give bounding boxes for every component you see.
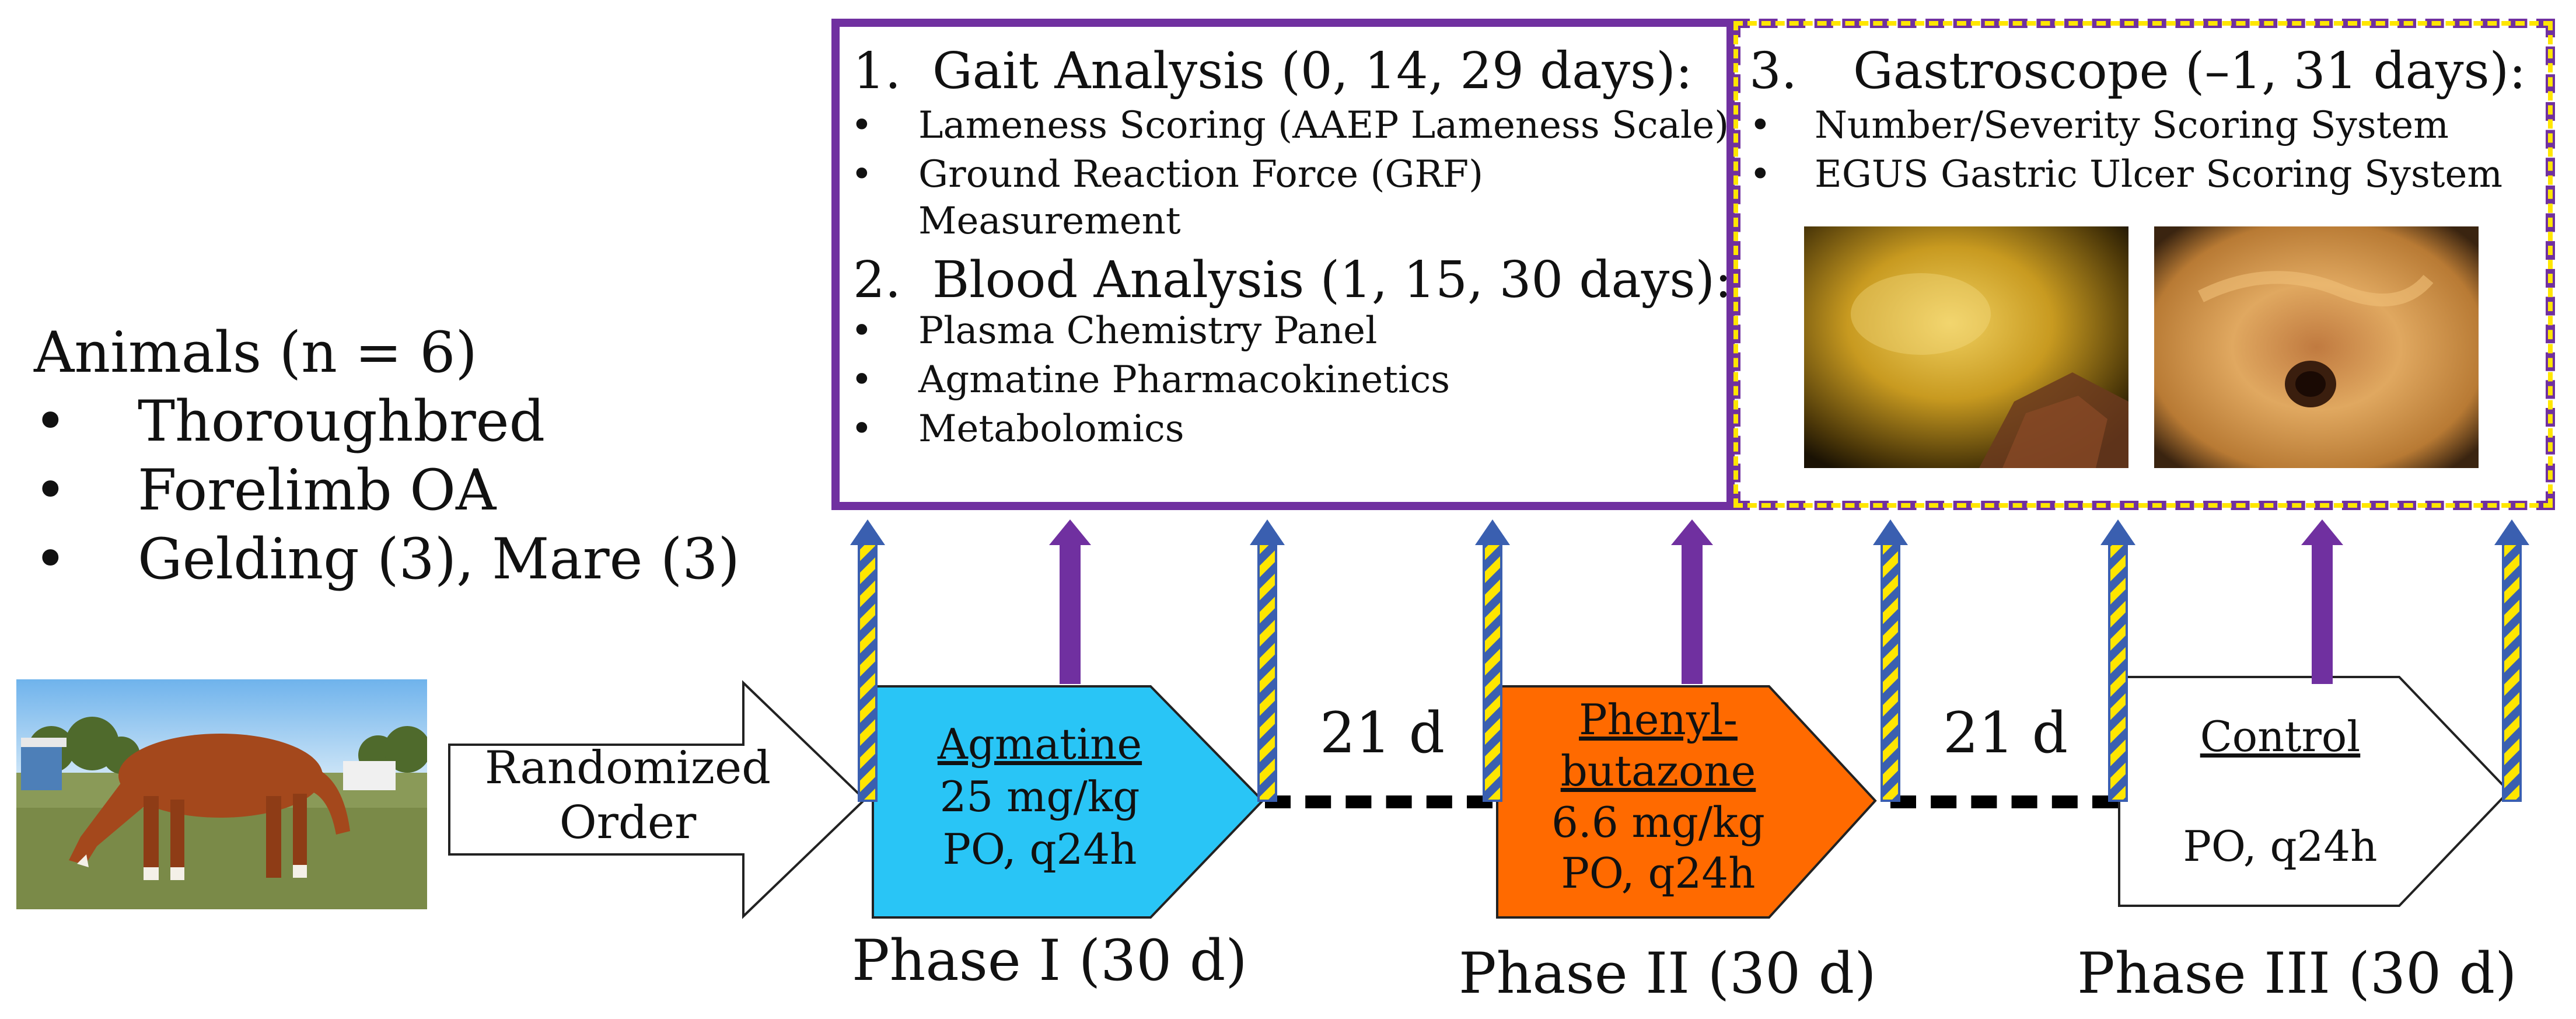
animals-title: Animals (n = 6) [34, 320, 477, 385]
animals-condition: Forelimb OA [138, 458, 497, 523]
blood-item-plasma: Plasma Chemistry Panel [918, 309, 1378, 353]
gait-timepoint-arrow [1873, 519, 1908, 802]
gastroscope-image-1 [1804, 226, 2128, 468]
phase-1-label: Phase I (30 d) [852, 928, 1247, 993]
blood-heading: Blood Analysis (1, 15, 30 days): [932, 251, 1732, 309]
phase-2-drug-name: Phenyl- [1579, 695, 1738, 744]
blood-timepoint-arrow [1671, 519, 1713, 684]
blood-timepoint-arrow [1049, 519, 1091, 684]
phase-2-drug: Phenyl- butazone 6.6 mg/kg PO, q24h [1512, 695, 1804, 899]
washout-label-1: 21 d [1320, 700, 1445, 766]
gait-timepoint-arrow [1475, 519, 1510, 802]
phase-3-route: PO, q24h [2183, 822, 2378, 871]
gait-timepoint-arrow [1250, 519, 1285, 802]
phase-3-pentagon [2118, 676, 2511, 907]
bullet-icon: • [34, 389, 67, 454]
gait-timepoint-arrow [2494, 519, 2529, 802]
gastro-heading-number: 3. [1749, 42, 1798, 100]
blood-timepoint-arrow [2301, 519, 2343, 684]
bullet-icon: • [34, 526, 67, 592]
bullet-icon: • [1749, 153, 1771, 196]
gait-item-measurement: Measurement [918, 200, 1181, 243]
gait-item-grf: Ground Reaction Force (GRF) [918, 153, 1484, 196]
blood-item-metabolomics: Metabolomics [918, 407, 1184, 451]
gastroscope-box [1731, 19, 2555, 510]
horse-photo [16, 679, 427, 909]
bullet-icon: • [34, 458, 67, 523]
phase-2-pentagon [1496, 685, 1877, 919]
bullet-icon: • [851, 358, 873, 402]
phase-1-pentagon [872, 685, 1264, 919]
gait-timepoint-arrow [850, 519, 885, 802]
randomized-order-arrow [448, 680, 866, 919]
phase-1-dose: 25 mg/kg [939, 772, 1140, 821]
gait-timepoint-arrow [2100, 519, 2135, 802]
bullet-icon: • [851, 153, 873, 196]
phase-2-route: PO, q24h [1561, 849, 1756, 898]
bullet-icon: • [851, 407, 873, 451]
phase-1-drug: Agmatine 25 mg/kg PO, q24h [888, 718, 1191, 875]
gait-heading: Gait Analysis (0, 14, 29 days): [932, 42, 1693, 100]
phase-1-route: PO, q24h [942, 825, 1137, 874]
gastro-item-number-severity: Number/Severity Scoring System [1815, 104, 2449, 147]
phase-2-drug-name-2: butazone [1560, 746, 1756, 795]
bullet-icon: • [851, 309, 873, 353]
bullet-icon: • [851, 104, 873, 147]
phase-2-dose: 6.6 mg/kg [1551, 797, 1765, 847]
phase-3-label: Phase III (30 d) [2077, 941, 2517, 1006]
blood-item-agmatine-pk: Agmatine Pharmacokinetics [918, 358, 1450, 402]
gait-item-lameness: Lameness Scoring (AAEP Lameness Scale) [918, 104, 1729, 147]
gastro-heading: Gastroscope (–1, 31 days): [1853, 42, 2526, 100]
bullet-icon: • [1749, 104, 1771, 147]
phase-3-drug-name: Control [2200, 712, 2361, 761]
phase-1-drug-name: Agmatine [937, 720, 1142, 769]
washout-line-2 [1890, 795, 2118, 808]
animals-breed: Thoroughbred [138, 389, 546, 454]
animals-sex: Gelding (3), Mare (3) [138, 526, 740, 592]
washout-line-1 [1265, 795, 1493, 808]
blood-heading-number: 2. [853, 251, 901, 309]
washout-label-2: 21 d [1943, 700, 2068, 766]
gait-heading-number: 1. [853, 42, 901, 100]
gastroscope-image-2 [2154, 226, 2479, 468]
gastro-item-egus: EGUS Gastric Ulcer Scoring System [1815, 153, 2503, 196]
phase-2-label: Phase II (30 d) [1459, 941, 1876, 1006]
randomized-order-label: Randomized Order [484, 742, 771, 849]
